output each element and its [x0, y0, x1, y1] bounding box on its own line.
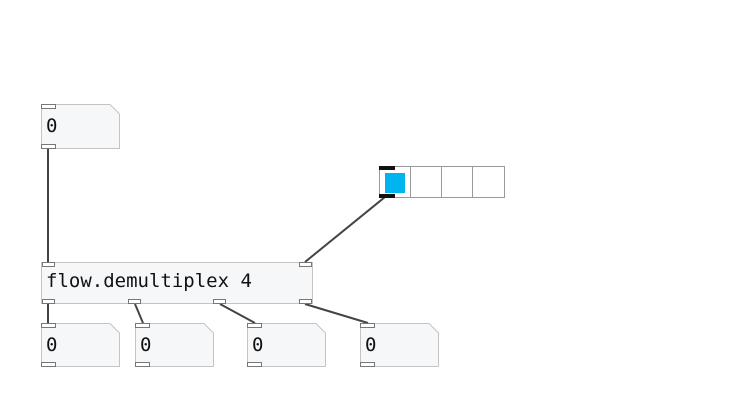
number-box-input[interactable]: 0 [41, 104, 120, 149]
number-box-outline [247, 323, 326, 367]
number-box-outline [41, 104, 120, 149]
number-box-value: 0 [365, 334, 377, 356]
demux-label: flow.demultiplex 4 [46, 270, 252, 292]
number-box-outline [41, 323, 120, 367]
demux-outlet-1[interactable] [42, 299, 55, 304]
cord-demux-out4 [304, 303, 369, 324]
demux-inlet-right[interactable] [299, 262, 312, 267]
demultiplex-object[interactable]: flow.demultiplex 4 [41, 262, 313, 304]
number-box-outline [135, 323, 214, 367]
number-box-value: 0 [140, 334, 152, 356]
number-box-value: 0 [46, 115, 58, 137]
number-box-value: 0 [46, 334, 58, 356]
demux-outlet-3[interactable] [213, 299, 226, 304]
number-box-output-2[interactable]: 0 [135, 323, 214, 368]
demux-outlet-2[interactable] [128, 299, 141, 304]
radio-selector[interactable] [379, 166, 505, 198]
number-box-value: 0 [252, 334, 264, 356]
radio-cell-4[interactable] [473, 167, 504, 198]
radio-selected-marker [385, 173, 405, 193]
cord-demux-out3 [219, 303, 256, 324]
number-box-output-1[interactable]: 0 [41, 323, 120, 368]
cord-demux-out2 [134, 303, 144, 324]
radio-cell-3[interactable] [442, 167, 473, 198]
demux-inlet-left[interactable] [42, 262, 55, 267]
number-box-output-3[interactable]: 0 [247, 323, 326, 368]
number-box-output-4[interactable]: 0 [360, 323, 439, 368]
radio-cell-1[interactable] [380, 167, 411, 198]
radio-outlet [379, 194, 395, 198]
patch-cords [47, 149, 386, 324]
radio-cell-2[interactable] [411, 167, 442, 198]
radio-inlet [379, 166, 395, 170]
number-box-outline [360, 323, 439, 367]
cord-radio-to-demux [304, 196, 386, 263]
demux-outlet-4[interactable] [299, 299, 312, 304]
